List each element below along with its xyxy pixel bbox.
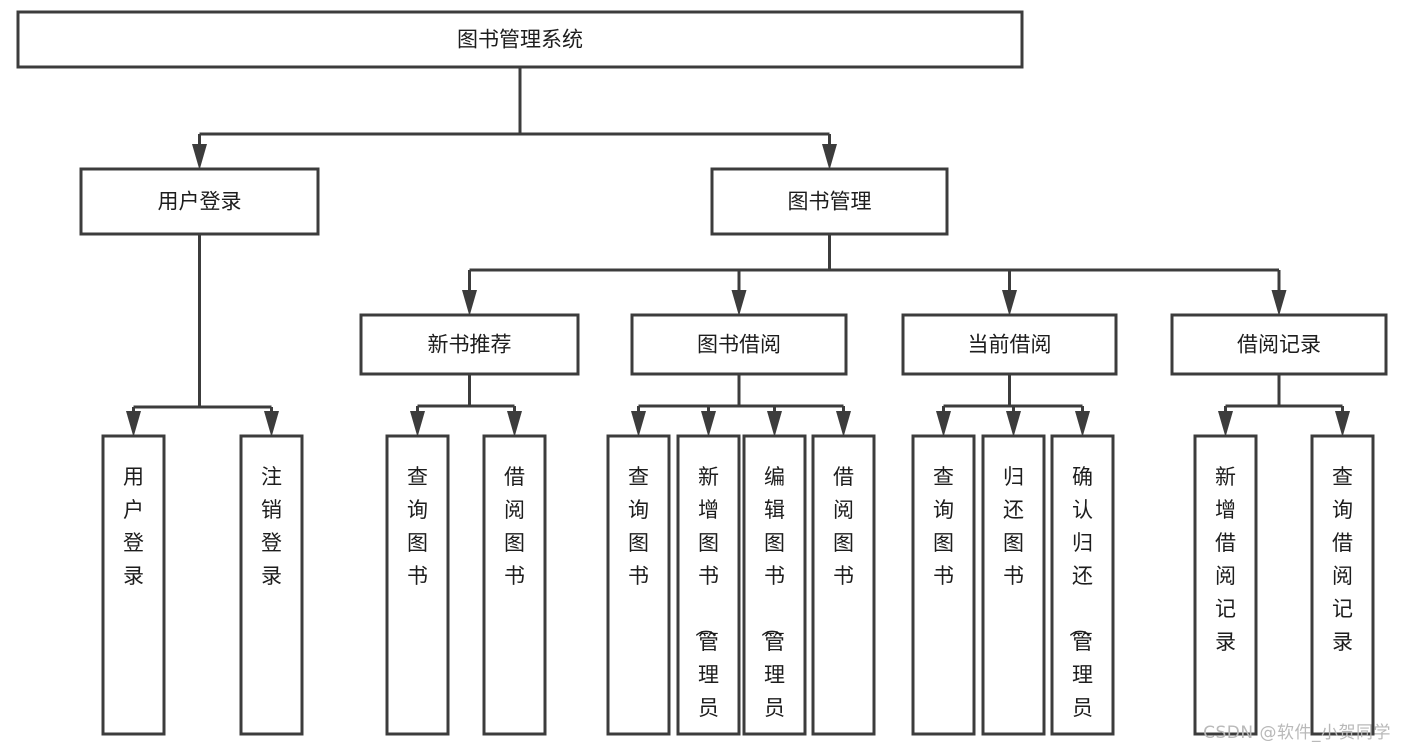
node-label: 查询图书 bbox=[628, 465, 649, 588]
node-label: 用户登录 bbox=[158, 190, 242, 214]
node-label: 归还图书 bbox=[1003, 465, 1024, 588]
node-current[interactable]: 当前借阅 bbox=[901, 313, 1118, 376]
node-root[interactable]: 图书管理系统 bbox=[16, 10, 1024, 69]
node-label: 新增借阅记录 bbox=[1215, 465, 1236, 654]
node-label: 查询图书 bbox=[933, 465, 954, 588]
connector-group-login bbox=[126, 234, 279, 437]
node-leaf10[interactable]: 归还图书 bbox=[981, 434, 1046, 736]
node-label: 图书管理 bbox=[788, 190, 872, 214]
connector-group-current bbox=[936, 374, 1090, 437]
node-leaf3[interactable]: 查询图书 bbox=[385, 434, 450, 736]
connector-layer bbox=[126, 67, 1350, 437]
node-record[interactable]: 借阅记录 bbox=[1170, 313, 1388, 376]
node-label: 新书推荐 bbox=[428, 333, 512, 357]
node-leaf9[interactable]: 查询图书 bbox=[911, 434, 976, 736]
node-label: 用户登录 bbox=[123, 465, 144, 588]
node-label: 注销登录 bbox=[261, 465, 282, 588]
node-label: 图书管理系统 bbox=[457, 28, 583, 52]
node-leaf2[interactable]: 注销登录 bbox=[239, 434, 304, 736]
node-leaf7[interactable]: 编辑图书（管理员） bbox=[742, 434, 807, 747]
node-layer: 图书管理系统用户登录图书管理新书推荐图书借阅当前借阅借阅记录用户登录注销登录查询… bbox=[16, 10, 1388, 747]
node-borrow[interactable]: 图书借阅 bbox=[630, 313, 848, 376]
node-leaf5[interactable]: 查询图书 bbox=[606, 434, 671, 736]
node-label: 确认归还（管理员） bbox=[1067, 465, 1093, 747]
node-label: 查询借阅记录 bbox=[1332, 465, 1353, 654]
node-login[interactable]: 用户登录 bbox=[79, 167, 320, 236]
node-leaf6[interactable]: 新增图书（管理员） bbox=[676, 434, 741, 747]
node-label: 查询图书 bbox=[407, 465, 428, 588]
connector-group-bookmgmt bbox=[462, 234, 1287, 316]
node-leaf11[interactable]: 确认归还（管理员） bbox=[1050, 434, 1115, 747]
node-label: 图书借阅 bbox=[697, 333, 781, 357]
node-bookmgmt[interactable]: 图书管理 bbox=[710, 167, 949, 236]
connector-group-borrow bbox=[631, 374, 851, 437]
node-label: 当前借阅 bbox=[968, 333, 1052, 357]
node-leaf13[interactable]: 查询借阅记录 bbox=[1310, 434, 1375, 736]
node-label: 新增图书（管理员） bbox=[693, 465, 719, 747]
watermark-label: CSDN @软件_小贺同学 bbox=[1203, 723, 1391, 743]
node-leaf1[interactable]: 用户登录 bbox=[101, 434, 166, 736]
node-leaf8[interactable]: 借阅图书 bbox=[811, 434, 876, 736]
node-label: 借阅图书 bbox=[504, 465, 525, 588]
connector-group-record bbox=[1218, 374, 1350, 437]
node-leaf12[interactable]: 新增借阅记录 bbox=[1193, 434, 1258, 736]
connector-group-root bbox=[192, 67, 837, 170]
node-newbook[interactable]: 新书推荐 bbox=[359, 313, 580, 376]
connector-group-newbook bbox=[410, 374, 522, 437]
node-leaf4[interactable]: 借阅图书 bbox=[482, 434, 547, 736]
node-label: 借阅图书 bbox=[833, 465, 854, 588]
node-label: 借阅记录 bbox=[1237, 333, 1321, 357]
node-label: 编辑图书（管理员） bbox=[759, 465, 785, 747]
